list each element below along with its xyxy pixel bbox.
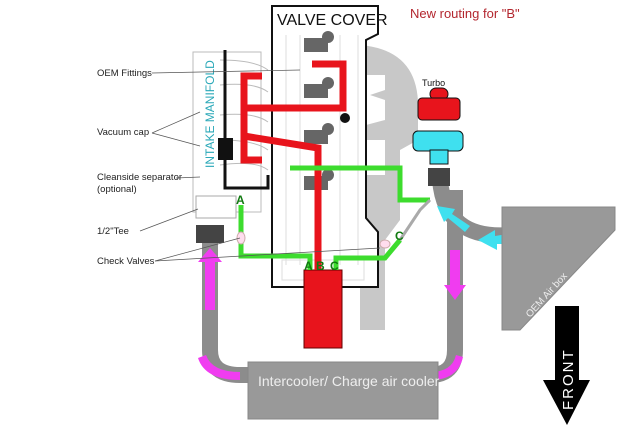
callout-vacuum-cap: Vacuum cap <box>97 127 149 138</box>
intercooler: Intercooler/ Charge air cooler <box>247 361 440 420</box>
callout-oem-fittings: OEM Fittings <box>97 68 152 79</box>
port-c-upper: C <box>395 229 404 243</box>
diagram-title: New routing for "B" <box>410 6 520 21</box>
separator <box>218 138 233 160</box>
pcv-line <box>223 50 270 190</box>
vacuum-lines <box>240 60 347 270</box>
callout-optional: (optional) <box>97 184 137 195</box>
vacuum-cap <box>340 113 350 123</box>
valve-cover: VALVE COVER <box>271 5 388 288</box>
callout-lines <box>139 69 381 262</box>
turbo: Turbo <box>412 78 464 165</box>
callout-check-valves: Check Valves <box>97 256 155 267</box>
callout-cleanside-separator: Cleanside separator <box>97 172 182 183</box>
boost-lines <box>238 165 430 270</box>
check-valve-c <box>379 239 391 249</box>
intercooler-label: Intercooler/ Charge air cooler <box>258 373 440 389</box>
coil-packs <box>304 31 334 190</box>
coupler <box>196 225 224 243</box>
catch-can <box>303 269 343 349</box>
valve-cover-label: VALVE COVER <box>277 12 388 29</box>
callout-tee: 1/2"Tee <box>97 226 129 237</box>
intake-manifold-label: INTAKE MANIFOLD <box>203 60 217 168</box>
turbo-label: Turbo <box>422 78 445 88</box>
front-arrow: FRONT <box>543 306 590 425</box>
port-c: C <box>330 259 339 273</box>
port-b: B <box>316 259 325 273</box>
turbo-coupler <box>428 168 450 186</box>
check-valve-a <box>236 231 246 245</box>
intake-manifold: INTAKE MANIFOLD <box>192 51 269 219</box>
front-label: FRONT <box>560 348 577 410</box>
port-a-upper: A <box>236 193 245 207</box>
port-a: A <box>304 259 313 273</box>
